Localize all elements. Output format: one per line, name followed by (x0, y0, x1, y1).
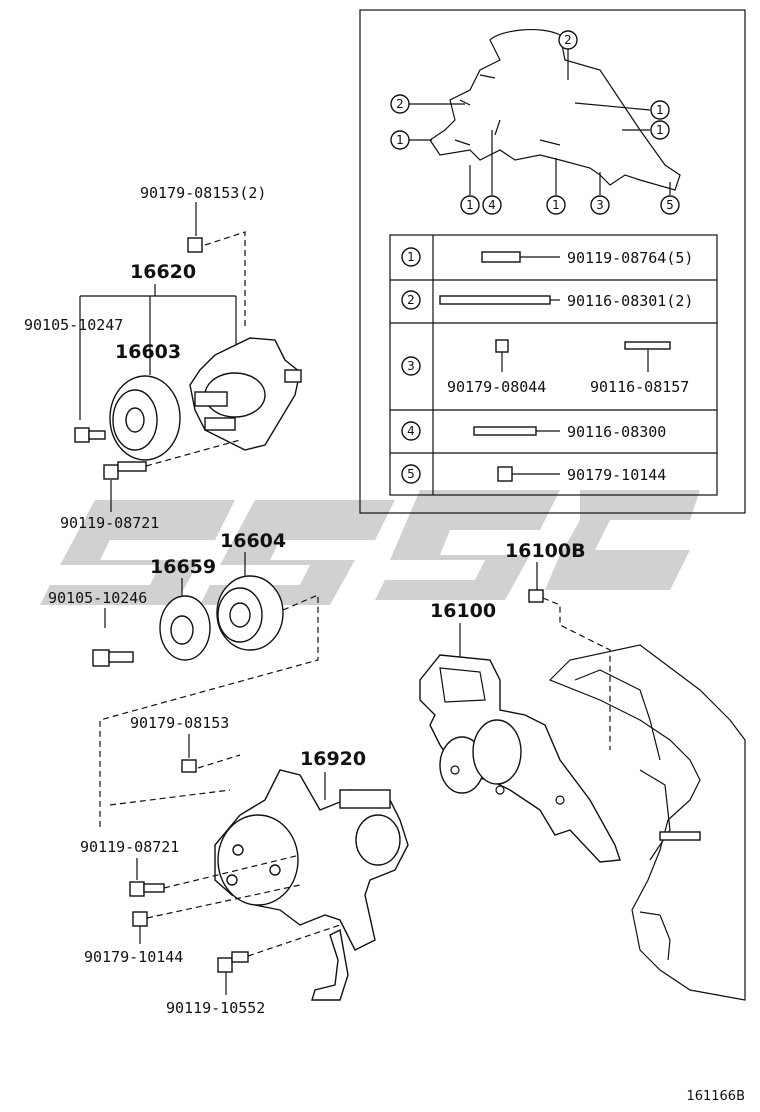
part-label: 16920 (300, 748, 366, 770)
callout-text: 1 (656, 103, 664, 117)
nut-icon (495, 339, 509, 353)
part-label: 90179-08153 (130, 714, 229, 732)
engine-block-outline (548, 644, 746, 1001)
callout-text: 3 (596, 198, 604, 212)
inset-panel: 2 2 1 1 1 1 4 1 3 (359, 9, 746, 514)
row-number: 3 (407, 359, 415, 373)
row-number: 4 (407, 424, 415, 438)
callout-text: 1 (396, 133, 404, 147)
stud-icon (624, 341, 671, 350)
part-number: 90179-10144 (567, 466, 666, 484)
nut-icon (187, 237, 203, 253)
row-number: 5 (407, 467, 415, 481)
callout-text: 1 (552, 198, 560, 212)
part-label: 16100B (505, 540, 586, 562)
fastener-table: 1 90119-08764(5) 2 90116-08301(2) 3 9017… (389, 234, 718, 496)
idler-assembly: 90179-08153(2) 16620 90105-10247 16603 9… (24, 184, 302, 532)
part-label: 90105-10247 (24, 316, 123, 334)
nut-icon (132, 911, 148, 927)
part-label: 90179-08153(2) (140, 184, 266, 202)
callout-text: 2 (564, 33, 572, 47)
callout-text: 5 (666, 198, 674, 212)
bolt-icon (217, 957, 233, 973)
inset-border (359, 9, 746, 514)
callout-text: 1 (656, 123, 664, 137)
part-number: 90119-08764(5) (567, 249, 693, 267)
callout-text: 4 (488, 198, 496, 212)
row-number: 1 (407, 250, 415, 264)
bolt-icon (129, 881, 145, 897)
callout-circle (558, 30, 578, 50)
part-label: 90105-10246 (48, 589, 147, 607)
figure-code: 161166B (686, 1089, 745, 1104)
water-pump-housing-assembly: 90179-08153 16920 90119-08721 90179-1014… (80, 714, 409, 1017)
part-label: 90119-10552 (166, 999, 265, 1017)
part-label: 16620 (130, 261, 196, 283)
part-label: 90119-08721 (80, 838, 179, 856)
bolt-icon (528, 589, 544, 603)
part-label: 16659 (150, 556, 216, 578)
bolt-icon (92, 649, 110, 667)
part-number: 90116-08301(2) (567, 292, 693, 310)
part-label: 16604 (220, 530, 286, 552)
part-label: 90179-10144 (84, 948, 183, 966)
water-pump-assembly: 16100B 16100 (419, 540, 746, 1001)
part-number: 90116-08157 (590, 378, 689, 396)
stud-bolt-icon (439, 295, 551, 305)
bolt-icon (74, 427, 90, 443)
bolt-icon (103, 464, 119, 480)
callout-group: 2 2 1 1 1 1 4 1 3 (390, 30, 680, 215)
callout-text: 1 (466, 198, 474, 212)
row-number: 2 (407, 293, 415, 307)
bolt-icon (481, 251, 521, 263)
stud-bolt-icon (473, 426, 537, 436)
manifold-outline (429, 29, 681, 191)
nut-icon (181, 759, 197, 773)
nut-icon (497, 466, 513, 482)
part-label: 90119-08721 (60, 514, 159, 532)
part-label: 16100 (430, 600, 496, 622)
part-number: 90179-08044 (447, 378, 546, 396)
callout-text: 2 (396, 97, 404, 111)
pulley-assembly: 16604 16659 90105-10246 (48, 530, 319, 830)
watermark-logo (40, 490, 700, 605)
part-label: 16603 (115, 341, 181, 363)
part-number: 90116-08300 (567, 423, 666, 441)
